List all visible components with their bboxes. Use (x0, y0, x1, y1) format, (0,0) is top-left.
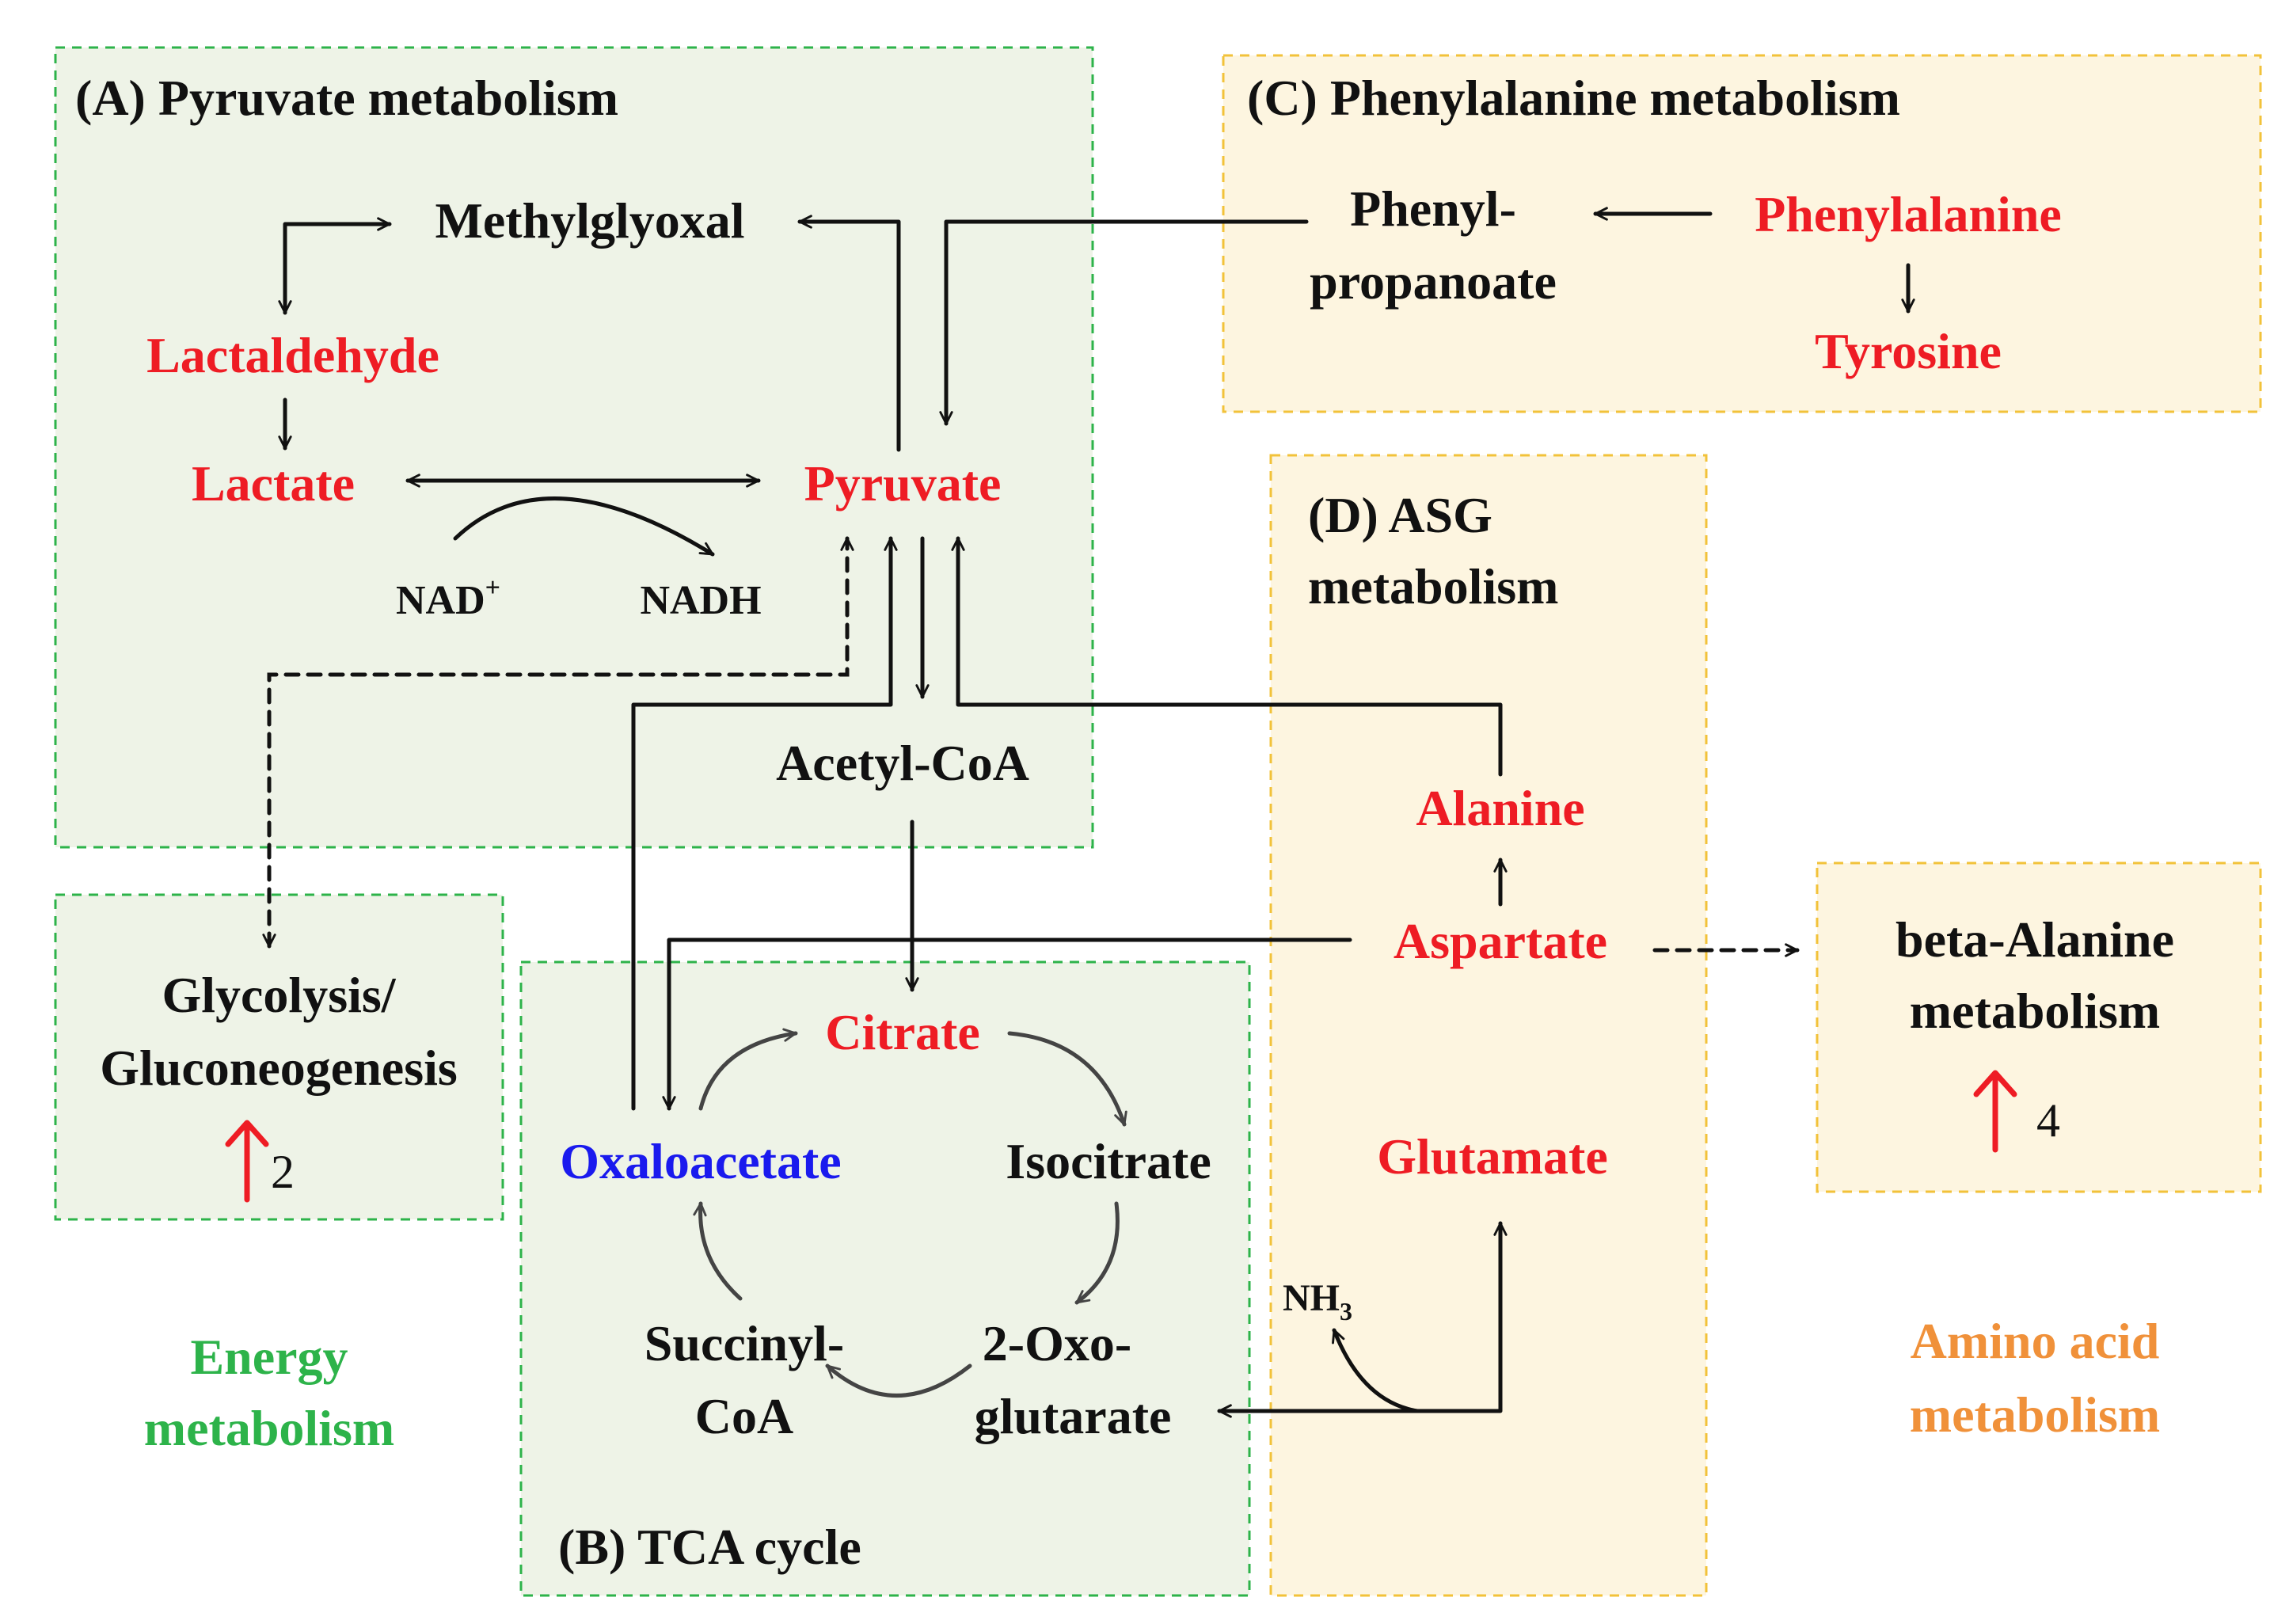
category-amino-line2: metabolism (1910, 1386, 2160, 1443)
metabolite-phenylalanine: Phenylalanine (1755, 186, 2062, 242)
metabolite-oxoglutarate-line1: 2-Oxo- (983, 1315, 1131, 1371)
region-phenylalanine-title: (C) Phenylalanine metabolism (1247, 70, 1900, 126)
category-amino-line1: Amino acid (1911, 1313, 2160, 1369)
metabolite-phenylpropanoate-line1: Phenyl- (1350, 181, 1516, 237)
glycolysis-label-line1: Glycolysis/ (162, 967, 396, 1023)
metabolite-tyrosine: Tyrosine (1815, 323, 2002, 379)
region-glycolysis-box (54, 893, 504, 1221)
region-tca-title: (B) TCA cycle (558, 1519, 861, 1575)
cofactor-nad: NAD+ (396, 573, 500, 623)
metabolite-oxoglutarate-line2: glutarate (975, 1388, 1172, 1444)
arrow-alanine-pyruvate (951, 536, 1503, 777)
metabolite-pyruvate: Pyruvate (804, 455, 1002, 512)
metabolite-aspartate: Aspartate (1394, 913, 1607, 969)
red-up-arrow-icon (225, 1120, 269, 1203)
arrow-oxaloacetate-citrate (698, 1028, 798, 1111)
metabolite-isocitrate: Isocitrate (1006, 1133, 1211, 1189)
region-asg-box (1269, 454, 1708, 1597)
category-energy-line2: metabolism (144, 1400, 394, 1456)
arrow-oxoglutarate-succinylcoa (825, 1363, 972, 1398)
arrow-glutamate-oxoglutarate (1217, 1221, 1508, 1418)
arrow-citrate-isocitrate (1007, 1031, 1127, 1127)
arrow-phenylpropanoate-pyruvate (939, 219, 1309, 426)
metabolite-citrate: Citrate (825, 1004, 979, 1060)
region-tca-box (519, 960, 1251, 1597)
region-asg-title-line2: metabolism (1308, 558, 1558, 614)
red-up-arrow-icon (1973, 1070, 2017, 1153)
region-pyruvate-box (54, 46, 1094, 849)
region-phenylalanine-box (1222, 54, 2262, 413)
metabolite-phenylpropanoate-line2: propanoate (1310, 253, 1557, 310)
region-beta-alanine-box (1816, 861, 2262, 1193)
region-asg-title-line1: (D) ASG (1308, 487, 1492, 543)
metabolite-oxaloacetate: Oxaloacetate (560, 1133, 841, 1189)
arrow-nh3-release (1332, 1328, 1420, 1413)
metabolite-nh3: NH3 (1283, 1277, 1352, 1325)
beta-alanine-label-line2: metabolism (1910, 983, 2160, 1039)
metabolite-succinyl-coa-line1: Succinyl- (644, 1315, 844, 1371)
arrow-isocitrate-oxoglutarate (1074, 1201, 1120, 1305)
glycolysis-count: 2 (271, 1146, 295, 1198)
arrow-glycolysis-pyruvate-dashed (262, 536, 854, 949)
arrow-nad-nadh (453, 496, 715, 557)
arrow-lactaldehyde-methylglyoxal (278, 217, 392, 315)
metabolite-lactaldehyde: Lactaldehyde (146, 327, 439, 383)
metabolite-succinyl-coa-line2: CoA (695, 1388, 793, 1444)
arrow-succinylcoa-oxaloacetate (693, 1201, 743, 1301)
region-pyruvate-title: (A) Pyruvate metabolism (75, 70, 618, 126)
metabolite-alanine: Alanine (1416, 780, 1584, 836)
metabolite-glutamate: Glutamate (1377, 1128, 1608, 1185)
arrow-pyruvate-methylglyoxal (797, 215, 901, 452)
metabolite-lactate: Lactate (192, 455, 355, 512)
metabolite-methylglyoxal: Methylglyoxal (435, 192, 744, 249)
metabolite-acetyl-coa: Acetyl-CoA (776, 735, 1029, 791)
category-energy-line1: Energy (190, 1329, 348, 1385)
glycolysis-label-line2: Gluconeogenesis (100, 1040, 458, 1096)
beta-alanine-count: 4 (2036, 1094, 2060, 1147)
beta-alanine-label-line1: beta-Alanine (1895, 911, 2174, 968)
cofactor-nadh: NADH (640, 578, 761, 623)
